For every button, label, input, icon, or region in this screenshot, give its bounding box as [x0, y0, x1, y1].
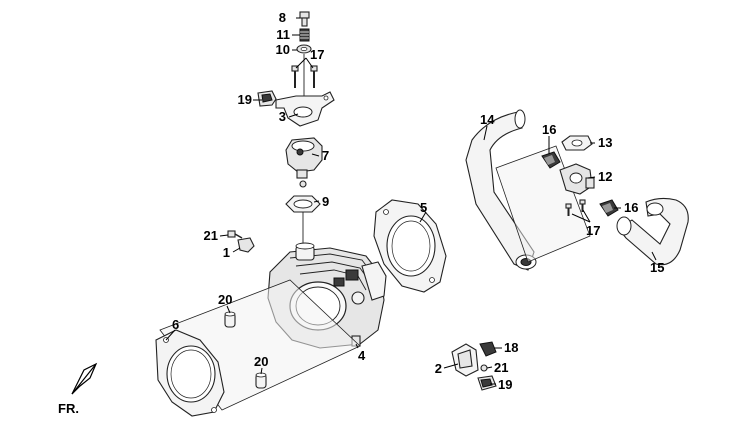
part-16-clamp-upper: [541, 151, 561, 169]
callout-3: 3: [279, 109, 286, 124]
part-18-clip: [479, 341, 497, 357]
part-17-bolts-right: [565, 199, 586, 216]
callout-20-upper: 20: [218, 292, 232, 307]
part-20-dowel-lower: [255, 372, 267, 389]
part-10-washer: [296, 44, 312, 54]
callout-8: 8: [279, 10, 286, 25]
callout-16-lower: 16: [624, 200, 638, 215]
callout-1: 1: [223, 245, 230, 260]
callout-12: 12: [598, 169, 612, 184]
callout-2: 2: [435, 361, 442, 376]
part-19-clip-lower: [477, 375, 497, 391]
callout-20-lower: 20: [254, 354, 268, 369]
callout-17-upper: 17: [310, 47, 324, 62]
callout-19-lower: 19: [498, 377, 512, 392]
part-7-thermostat-housing: [285, 137, 323, 188]
part-15-hose: [616, 197, 689, 266]
callout-7: 7: [322, 148, 329, 163]
part-6-base-gasket: [155, 329, 225, 417]
callout-13: 13: [598, 135, 612, 150]
leader-lines: [165, 17, 657, 385]
front-label: FR.: [58, 401, 79, 416]
front-direction-indicator: FR.: [58, 362, 98, 416]
part-13-gasket: [561, 135, 593, 151]
part-3-bracket: [275, 91, 335, 127]
callout-5: 5: [420, 200, 427, 215]
callout-18: 18: [504, 340, 518, 355]
front-arrow-icon: [71, 362, 98, 395]
callout-10: 10: [276, 42, 290, 57]
callout-labels: 8 11 10 17 19 3 7 9 21 1 5 14 16 13 12 1…: [172, 10, 664, 392]
callout-19-upper: 19: [238, 92, 252, 107]
part-19-clip-upper: [257, 90, 277, 107]
part-17-bolts-upper: [291, 65, 318, 88]
part-20-dowel-upper: [224, 311, 236, 328]
callout-4: 4: [358, 348, 366, 363]
callout-6: 6: [172, 317, 179, 332]
callout-9: 9: [322, 194, 329, 209]
callout-21-upper: 21: [204, 228, 218, 243]
callout-16-upper: 16: [542, 122, 556, 137]
part-2-bracket: [451, 343, 479, 377]
callout-15: 15: [650, 260, 664, 275]
callout-11: 11: [276, 27, 290, 42]
part-1-clip: [227, 230, 255, 253]
part-12-fitting: [559, 163, 595, 195]
callout-14: 14: [480, 112, 495, 127]
callout-17-right: 17: [586, 223, 600, 238]
callout-21-lower: 21: [494, 360, 508, 375]
part-21-bolt-lower: [480, 364, 488, 372]
part-8-bolt: [299, 11, 310, 27]
part-5-head-gasket: [373, 199, 447, 293]
part-11-spring: [299, 28, 310, 42]
part-16-clamp-lower: [599, 199, 619, 217]
part-9-gasket: [285, 195, 321, 213]
